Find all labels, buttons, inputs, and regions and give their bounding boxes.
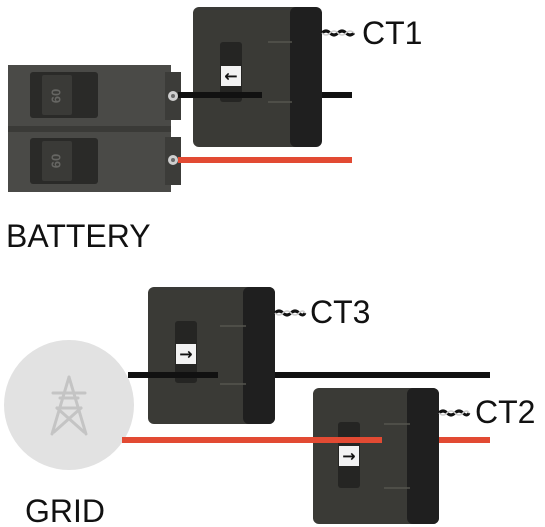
breaker-2-rating: 60 [48,154,63,168]
ct3-direction-arrow-icon: → [179,345,192,364]
ct3-sensor: → [148,287,290,424]
grid-source [4,340,134,470]
battery-breaker-stack: 60 60 [8,65,181,192]
battery-label: BATTERY [6,218,151,254]
power-tower-icon [50,375,88,436]
breaker-1-rating: 60 [48,89,63,103]
ct2-sensor: → [313,388,439,524]
breaker-1: 60 [8,65,181,127]
ct2-label: CT2 [475,394,535,430]
breaker-2: 60 [8,132,181,192]
ct1-direction-arrow-icon: ← [224,67,237,86]
ct1-label: CT1 [362,15,422,51]
grid-circle [4,340,134,470]
grid-label: GRID [25,493,105,527]
ct3-label: CT3 [310,294,370,330]
ct2-direction-arrow-icon: → [342,447,355,466]
ct1-sensor: ← [193,7,322,147]
